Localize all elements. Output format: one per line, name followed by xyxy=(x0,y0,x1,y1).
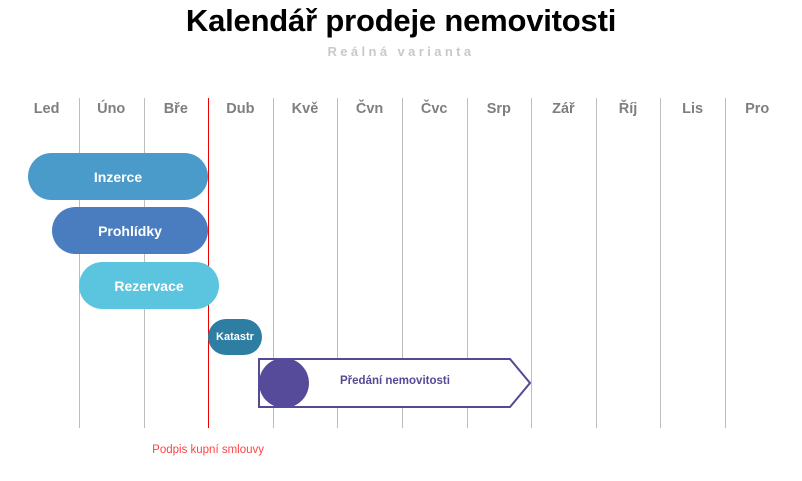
gridline-9 xyxy=(595,98,597,428)
task-bar-katastr[interactable]: Katastr xyxy=(208,319,262,355)
month-label-srp: Srp xyxy=(486,101,511,117)
task-bar-label: Rezervace xyxy=(114,277,184,294)
gridline-7 xyxy=(466,98,468,428)
arrow-svg xyxy=(258,358,531,408)
month-label-led: Led xyxy=(33,101,60,117)
month-label-říj: Říj xyxy=(618,101,638,117)
month-label-kvě: Kvě xyxy=(291,101,319,117)
gridline-8 xyxy=(531,98,533,428)
page-subtitle: Reálná varianta xyxy=(327,44,475,59)
month-label-bře: Bře xyxy=(163,101,188,117)
gridline-4 xyxy=(272,98,274,428)
gridline-5 xyxy=(337,98,339,428)
arrow-outline-shape xyxy=(258,358,531,408)
task-arrow-předání-nemovitosti[interactable]: Předání nemovitosti xyxy=(258,358,531,408)
task-bar-label: Prohlídky xyxy=(98,222,162,239)
month-label-čvc: Čvc xyxy=(420,101,448,117)
task-bar-prohlídky[interactable]: Prohlídky xyxy=(52,207,208,254)
month-label-úno: Úno xyxy=(97,101,126,117)
milestone-label: Podpis kupní smlouvy xyxy=(152,444,265,456)
month-label-dub: Dub xyxy=(226,101,255,117)
task-bar-inzerce[interactable]: Inzerce xyxy=(28,153,208,200)
task-bar-rezervace[interactable]: Rezervace xyxy=(79,262,219,309)
gridline-6 xyxy=(401,98,403,428)
month-label-zář: Zář xyxy=(552,101,575,117)
gridline-11 xyxy=(724,98,726,428)
month-label-čvn: Čvn xyxy=(355,101,384,117)
task-bar-label: Katastr xyxy=(216,331,254,343)
milestone-line xyxy=(208,98,210,428)
task-arrow-label: Předání nemovitosti xyxy=(340,375,450,387)
task-bar-label: Inzerce xyxy=(93,168,143,185)
month-label-pro: Pro xyxy=(745,101,770,117)
month-label-lis: Lis xyxy=(682,101,704,117)
page-title: Kalendář prodeje nemovitosti xyxy=(185,3,617,38)
gridline-1 xyxy=(78,98,80,428)
gridline-10 xyxy=(660,98,662,428)
arrow-start-knob xyxy=(259,358,309,408)
